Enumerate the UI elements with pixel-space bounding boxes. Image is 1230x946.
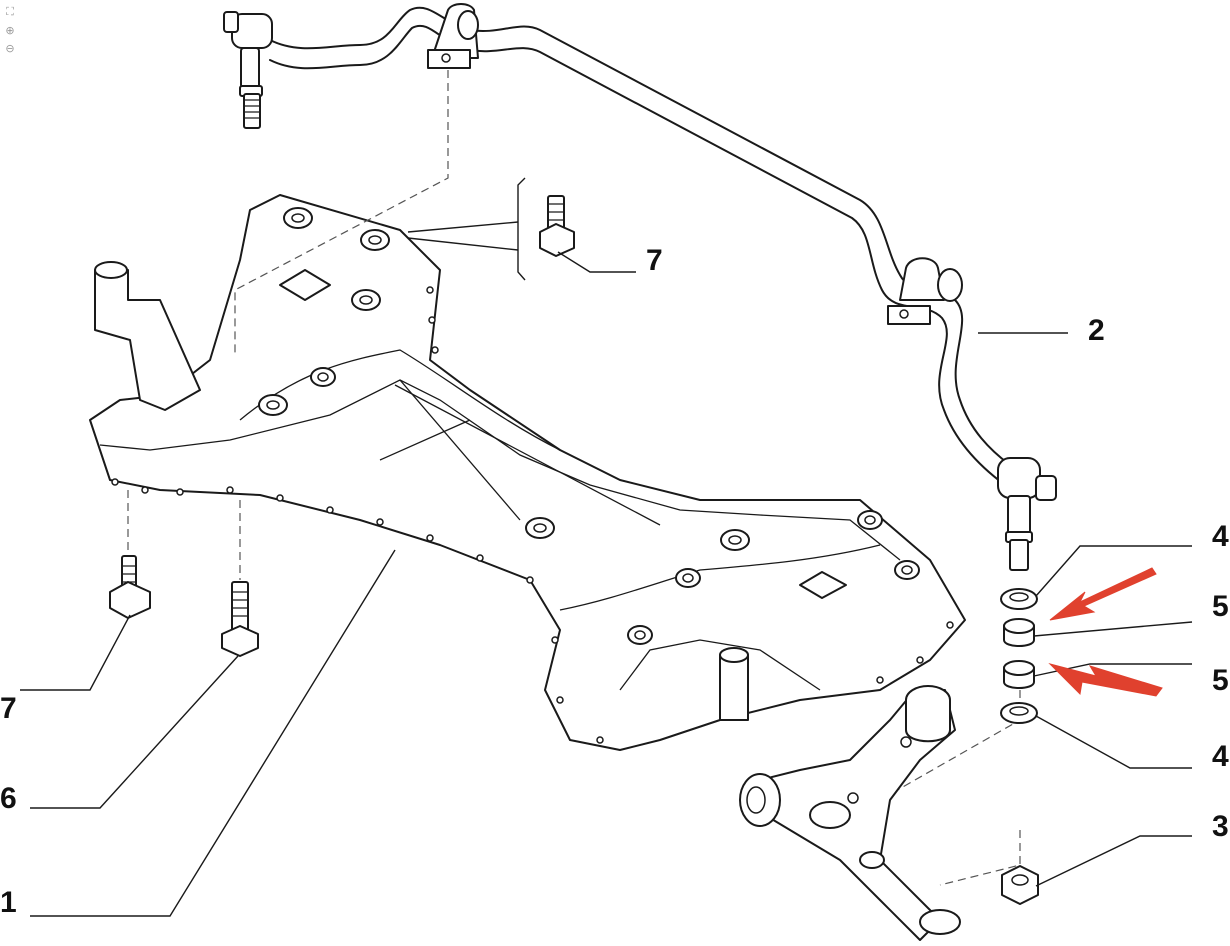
fit-page-icon[interactable]: ⛶ (6, 5, 14, 18)
bolt-group-bracket (407, 177, 526, 281)
callout-4-bottom: 4 (1212, 740, 1229, 773)
right-bar-clamp (887, 257, 963, 325)
callout-3: 3 (1212, 810, 1229, 843)
callout-leader-lines (20, 251, 1193, 917)
callout-7-left: 7 (0, 692, 17, 725)
washer-4-top (1000, 588, 1038, 610)
bolt-7-top (539, 195, 575, 257)
zoom-out-icon[interactable]: ⊖ (5, 41, 15, 55)
bushing-5-top (1003, 618, 1035, 647)
mounting-bosses (258, 207, 920, 645)
anti-roll-bar (223, 3, 1057, 571)
bolt-7-left (109, 555, 151, 619)
callout-4-top: 4 (1212, 520, 1229, 553)
callout-5-top: 5 (1212, 590, 1229, 623)
highlight-arrows (1048, 567, 1163, 697)
callout-6: 6 (0, 782, 17, 815)
left-drop-link (223, 11, 273, 129)
right-drop-link (997, 457, 1057, 571)
callout-1: 1 (0, 886, 17, 919)
zoom-in-icon[interactable]: ⊕ (5, 23, 15, 37)
nut-3 (1001, 865, 1039, 905)
bushing-5-bottom (1003, 660, 1035, 689)
rim-bolt-holes (111, 286, 954, 744)
callout-7-top: 7 (646, 244, 663, 277)
top-bar-clamp (427, 3, 479, 69)
lower-control-arm (739, 685, 961, 941)
viewer-toolbar: ⛶ ⊕ ⊖ (2, 4, 20, 56)
callout-5-bottom: 5 (1212, 664, 1229, 697)
subframe-towers (94, 261, 749, 721)
front-subframe (89, 194, 966, 751)
callout-2: 2 (1088, 314, 1105, 347)
bolt-6 (221, 581, 259, 657)
washer-4-bottom (1000, 702, 1038, 724)
